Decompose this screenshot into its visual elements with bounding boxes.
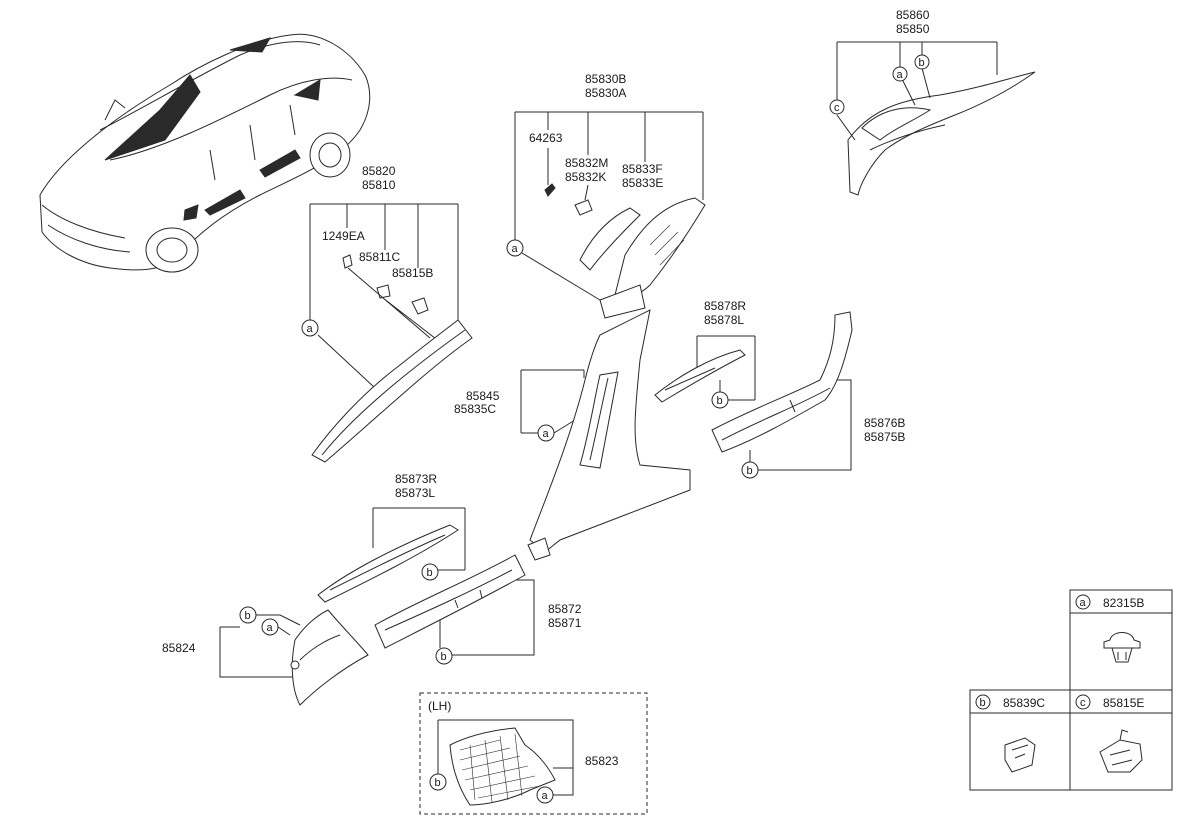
lh-label: (LH) bbox=[428, 699, 451, 713]
lh-detail-group: (LH) 85823 b a bbox=[419, 692, 648, 815]
legend-part-85839C: 85839C bbox=[1003, 696, 1045, 710]
part-label-85830A: 85830A bbox=[585, 86, 626, 100]
part-label-85876B: 85876B bbox=[864, 416, 905, 430]
svg-text:a: a bbox=[542, 790, 549, 802]
callout-a-circle bbox=[301, 319, 319, 337]
part-label-64263: 64263 bbox=[529, 131, 563, 145]
roof-trim-group: 85860 85850 a b c bbox=[829, 8, 1036, 196]
svg-text:b: b bbox=[980, 697, 986, 709]
part-label-85820: 85820 bbox=[362, 164, 396, 178]
legend-part-82315B: 82315B bbox=[1103, 596, 1144, 610]
part-label-85830B: 85830B bbox=[585, 72, 626, 86]
part-label-85871: 85871 bbox=[548, 616, 582, 630]
part-label-85860: 85860 bbox=[896, 8, 930, 22]
front-sill-group: 85872 85871 b bbox=[374, 554, 582, 665]
callout-a-circle bbox=[536, 786, 554, 804]
part-label-1249EA: 1249EA bbox=[322, 229, 365, 243]
part-label-85873R: 85873R bbox=[395, 472, 437, 486]
part-label-85845: 85845 bbox=[466, 389, 500, 403]
callout-b-circle bbox=[914, 54, 930, 70]
part-label-85850: 85850 bbox=[896, 22, 930, 36]
part-label-85810: 85810 bbox=[362, 178, 396, 192]
front-scuff-group: 85873R 85873L b bbox=[317, 472, 466, 603]
part-label-85811C: 85811C bbox=[359, 250, 400, 264]
svg-text:a: a bbox=[897, 69, 904, 81]
svg-text:a: a bbox=[267, 622, 274, 634]
svg-text:b: b bbox=[747, 465, 753, 477]
part-label-85823: 85823 bbox=[585, 754, 619, 768]
legend-table: a 82315B b 85839C c 85815E bbox=[969, 589, 1173, 791]
callout-a-circle bbox=[892, 66, 908, 82]
callout-b-circle bbox=[435, 647, 453, 665]
part-label-85878L: 85878L bbox=[704, 313, 744, 327]
callout-a-circle bbox=[506, 239, 524, 257]
svg-text:b: b bbox=[441, 651, 447, 663]
part-label-85824: 85824 bbox=[162, 641, 196, 655]
svg-text:b: b bbox=[919, 57, 925, 69]
legend-callout-a bbox=[1075, 594, 1091, 610]
svg-text:a: a bbox=[512, 243, 519, 255]
rear-scuff-group: 85878R 85878L b bbox=[654, 299, 756, 409]
b-pillar-lower-group: 85845 85835C a bbox=[454, 309, 691, 561]
svg-text:b: b bbox=[245, 610, 251, 622]
svg-text:c: c bbox=[834, 102, 840, 114]
part-label-85815B: 85815B bbox=[392, 266, 433, 280]
svg-text:c: c bbox=[1080, 697, 1086, 709]
svg-text:a: a bbox=[1080, 597, 1087, 609]
callout-b-circle bbox=[421, 563, 439, 581]
part-label-85873L: 85873L bbox=[395, 486, 435, 500]
part-label-85878R: 85878R bbox=[704, 299, 746, 313]
part-label-85832K: 85832K bbox=[565, 170, 606, 184]
rear-sill-group: 85876B 85875B b bbox=[711, 311, 905, 479]
svg-text:b: b bbox=[717, 395, 723, 407]
part-label-85833F: 85833F bbox=[622, 162, 663, 176]
callout-c-circle bbox=[829, 99, 845, 115]
svg-text:b: b bbox=[435, 777, 441, 789]
legend-callout-c bbox=[1075, 694, 1091, 710]
svg-text:a: a bbox=[543, 428, 550, 440]
part-label-85872: 85872 bbox=[548, 602, 582, 616]
legend-part-85815E: 85815E bbox=[1103, 696, 1144, 710]
svg-text:a: a bbox=[307, 323, 314, 335]
vehicle-illustration bbox=[39, 33, 371, 273]
part-label-85832M: 85832M bbox=[565, 156, 608, 170]
b-pillar-upper-group: 85830B 85830A 64263 85832M 85832K 85833F… bbox=[506, 72, 706, 319]
svg-text:b: b bbox=[427, 567, 433, 579]
part-label-85833E: 85833E bbox=[622, 176, 663, 190]
callout-b-circle bbox=[429, 773, 447, 791]
cowl-side-group: 85824 b a bbox=[162, 606, 369, 706]
part-label-85875B: 85875B bbox=[864, 430, 905, 444]
legend-callout-b bbox=[975, 694, 991, 710]
a-pillar-group: 85820 85810 1249EA 85811C 85815B a bbox=[301, 164, 473, 463]
part-label-85835C: 85835C bbox=[454, 402, 496, 416]
